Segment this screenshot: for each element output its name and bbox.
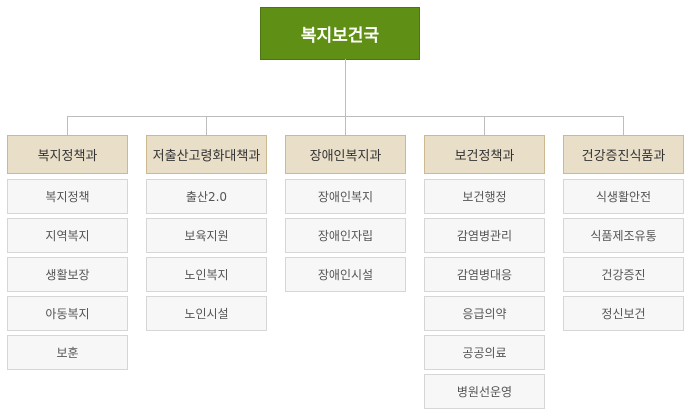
team-item: 장애인복지 (285, 179, 406, 214)
team-item: 보건행정 (424, 179, 545, 214)
department-header: 복지정책과 (7, 135, 128, 174)
team-item: 보훈 (7, 335, 128, 370)
team-item: 노인시설 (146, 296, 267, 331)
team-item: 식생활안전 (563, 179, 684, 214)
team-item: 병원선운영 (424, 374, 545, 409)
connector-dept-vertical (623, 116, 624, 135)
connector-dept-vertical (484, 116, 485, 135)
team-item: 감염병관리 (424, 218, 545, 253)
team-item: 정신보건 (563, 296, 684, 331)
team-item: 복지정책 (7, 179, 128, 214)
connector-dept-vertical (206, 116, 207, 135)
department-header: 건강증진식품과 (563, 135, 684, 174)
connector-dept-vertical (345, 116, 346, 135)
department-header: 저출산고령화대책과 (146, 135, 267, 174)
team-item: 보육지원 (146, 218, 267, 253)
team-item: 감염병대응 (424, 257, 545, 292)
root-node-bureau: 복지보건국 (260, 7, 420, 60)
team-item: 응급의약 (424, 296, 545, 331)
team-item: 식품제조유통 (563, 218, 684, 253)
team-item: 생활보장 (7, 257, 128, 292)
team-item: 아동복지 (7, 296, 128, 331)
team-item: 출산2.0 (146, 179, 267, 214)
team-item: 노인복지 (146, 257, 267, 292)
team-item: 공공의료 (424, 335, 545, 370)
connector-dept-vertical (67, 116, 68, 135)
team-item: 장애인시설 (285, 257, 406, 292)
connector-root-vertical (345, 59, 346, 117)
team-item: 지역복지 (7, 218, 128, 253)
department-header: 장애인복지과 (285, 135, 406, 174)
department-header: 보건정책과 (424, 135, 545, 174)
team-item: 장애인자립 (285, 218, 406, 253)
team-item: 건강증진 (563, 257, 684, 292)
